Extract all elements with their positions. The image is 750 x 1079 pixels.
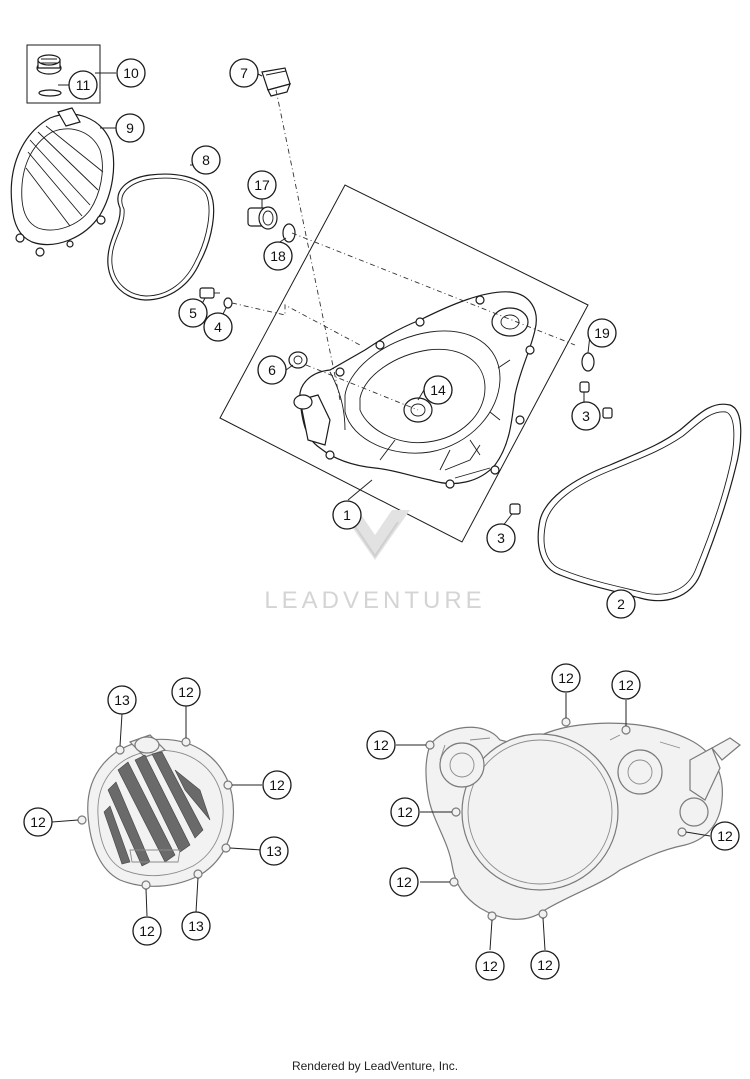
part-17-plug <box>247 206 278 230</box>
callout-11[interactable]: 11 <box>68 70 98 100</box>
svg-text:2: 2 <box>617 596 625 612</box>
callout-6[interactable]: 6 <box>257 355 287 385</box>
svg-text:13: 13 <box>114 692 130 708</box>
callout-17[interactable]: 17 <box>247 170 277 200</box>
part-4-seal <box>223 297 233 309</box>
callout-12-right-5[interactable]: 12 <box>710 821 740 851</box>
svg-text:12: 12 <box>139 923 155 939</box>
svg-text:12: 12 <box>558 670 574 686</box>
svg-text:3: 3 <box>582 408 590 424</box>
axis-17-19 <box>291 232 576 346</box>
svg-text:12: 12 <box>482 958 498 974</box>
svg-text:12: 12 <box>373 737 389 753</box>
part-1-clutch-cover <box>293 291 537 489</box>
axis-6 <box>305 364 419 411</box>
callout-18[interactable]: 18 <box>263 241 293 271</box>
svg-text:10: 10 <box>123 65 139 81</box>
svg-text:19: 19 <box>594 325 610 341</box>
callout-13-left-top[interactable]: 13 <box>107 685 137 715</box>
svg-text:4: 4 <box>214 319 222 335</box>
callout-19[interactable]: 19 <box>587 318 617 348</box>
callout-14[interactable]: 14 <box>423 375 453 405</box>
callout-1[interactable]: 1 <box>332 500 362 530</box>
axis-7 <box>275 89 341 401</box>
svg-text:9: 9 <box>126 120 134 136</box>
assembly-box-1 <box>219 184 589 543</box>
svg-text:14: 14 <box>430 382 446 398</box>
callout-12-left-right[interactable]: 12 <box>262 770 292 800</box>
svg-text:1: 1 <box>343 507 351 523</box>
footer-credit: Rendered by LeadVenture, Inc. <box>292 1059 458 1073</box>
callout-8[interactable]: 8 <box>191 145 221 175</box>
callout-12-left-side[interactable]: 12 <box>23 807 53 837</box>
watermark: LEADVENTURE <box>264 510 485 614</box>
callout-3-lower[interactable]: 3 <box>486 523 516 553</box>
callout-7[interactable]: 7 <box>229 58 259 88</box>
svg-text:12: 12 <box>537 957 553 973</box>
callout-13-left-right[interactable]: 13 <box>259 836 289 866</box>
clutch-cover-fastener-view <box>425 717 741 921</box>
part-8-outer-seal <box>107 173 215 301</box>
svg-text:11: 11 <box>76 77 91 93</box>
svg-text:13: 13 <box>188 918 204 934</box>
svg-text:17: 17 <box>254 177 270 193</box>
part-3-dowels <box>509 381 613 515</box>
part-9-outer-clutch-cover <box>10 107 115 257</box>
part-10-filler-plug <box>36 54 62 75</box>
callout-13-left-bottom[interactable]: 13 <box>181 911 211 941</box>
svg-text:12: 12 <box>717 828 733 844</box>
callout-12-right-1[interactable]: 12 <box>366 730 396 760</box>
part-7-plug <box>261 67 291 97</box>
callout-12-right-3[interactable]: 12 <box>611 670 641 700</box>
callout-10[interactable]: 10 <box>116 58 146 88</box>
part-18-oring <box>282 223 296 243</box>
axis-5-4 <box>231 302 361 346</box>
part-5-screw <box>199 287 220 299</box>
part-11-oring <box>38 89 62 97</box>
part-19-ring <box>581 352 595 372</box>
outer-cover-fastener-view <box>77 734 234 890</box>
svg-text:7: 7 <box>240 65 248 81</box>
kit-box-10 <box>26 44 101 104</box>
callout-12-left-bottom[interactable]: 12 <box>132 916 162 946</box>
callout-5[interactable]: 5 <box>178 298 208 328</box>
svg-text:12: 12 <box>178 684 194 700</box>
part-2-inner-gasket <box>537 403 742 602</box>
callout-12-left-top[interactable]: 12 <box>171 677 201 707</box>
callout-4[interactable]: 4 <box>203 312 233 342</box>
svg-text:6: 6 <box>268 362 276 378</box>
svg-text:5: 5 <box>189 305 197 321</box>
svg-text:12: 12 <box>396 874 412 890</box>
outer-cover-vent-mesh <box>103 751 211 867</box>
callout-12-right-8[interactable]: 12 <box>530 950 560 980</box>
svg-text:12: 12 <box>269 777 285 793</box>
callout-12-right-6[interactable]: 12 <box>389 867 419 897</box>
callout-12-right-4[interactable]: 12 <box>390 797 420 827</box>
svg-text:13: 13 <box>266 843 282 859</box>
callout-12-right-2[interactable]: 12 <box>551 663 581 693</box>
svg-text:12: 12 <box>30 814 46 830</box>
callout-9[interactable]: 9 <box>115 113 145 143</box>
part-6-shaft-seal <box>288 351 308 369</box>
watermark-text: LEADVENTURE <box>264 587 485 614</box>
callout-2[interactable]: 2 <box>606 589 636 619</box>
svg-text:18: 18 <box>270 248 286 264</box>
svg-text:3: 3 <box>497 530 505 546</box>
callout-3-upper[interactable]: 3 <box>571 401 601 431</box>
svg-text:12: 12 <box>397 804 413 820</box>
svg-text:8: 8 <box>202 152 210 168</box>
svg-text:12: 12 <box>618 677 634 693</box>
callout-12-right-7[interactable]: 12 <box>475 951 505 981</box>
